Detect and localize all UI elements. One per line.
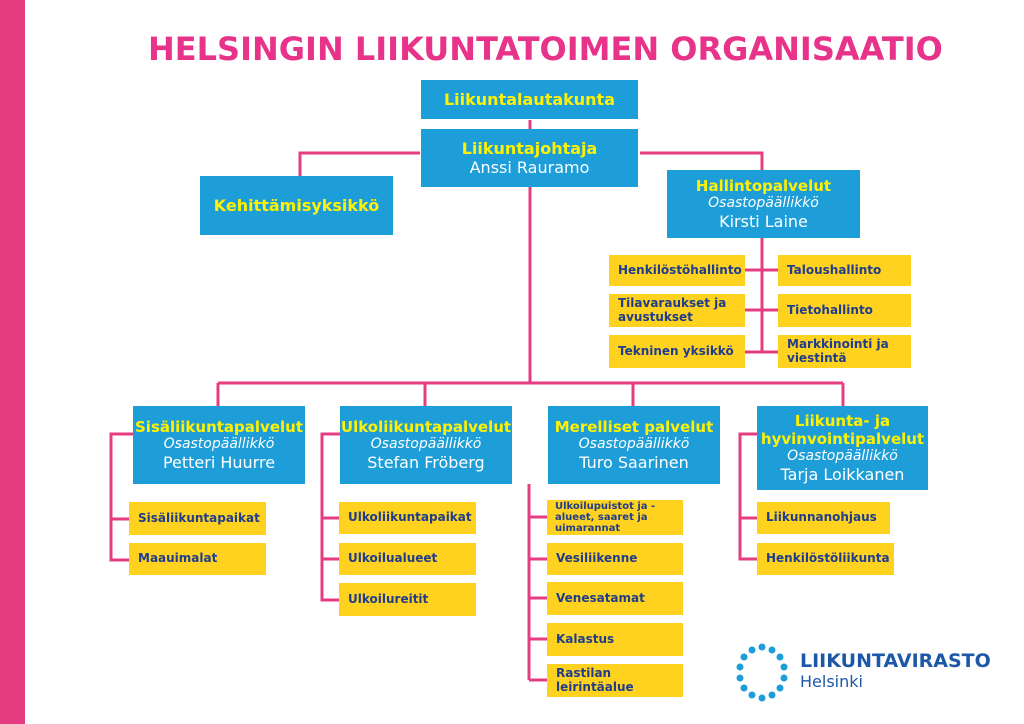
unit-box: Ulkoilualueet bbox=[339, 543, 476, 575]
department-box: Liikunta- ja hyvinvointipalvelut Osastop… bbox=[757, 406, 928, 490]
admin-name: Hallintopalvelut bbox=[695, 177, 832, 195]
unit-box: Kalastus bbox=[547, 623, 683, 656]
admin-unit: Taloushallinto bbox=[778, 255, 911, 286]
admin-unit: Henkilöstöhallinto bbox=[609, 255, 745, 286]
department-box: Merelliset palvelut Osastopäällikkö Turo… bbox=[548, 406, 720, 484]
unit-box: Ulkoilupuistot ja -alueet, saaret ja uim… bbox=[547, 500, 683, 535]
logo-name: LIIKUNTAVIRASTO bbox=[800, 650, 991, 672]
admin-role: Osastopäällikkö bbox=[708, 195, 819, 211]
unit-box: Rastilan leirintäalue bbox=[547, 664, 683, 697]
admin-unit: Markkinointi ja viestintä bbox=[778, 335, 911, 368]
admin-unit: Tietohallinto bbox=[778, 294, 911, 327]
unit-box: Maauimalat bbox=[129, 543, 266, 575]
department-box: Sisäliikuntapalvelut Osastopäällikkö Pet… bbox=[133, 406, 305, 484]
admin-box: Hallintopalvelut Osastopäällikkö Kirsti … bbox=[667, 170, 860, 238]
dev-unit-label: Kehittämisyksikkö bbox=[213, 195, 380, 215]
unit-box: Henkilöstöliikunta bbox=[757, 543, 894, 575]
unit-box: Liikunnanohjaus bbox=[757, 502, 890, 534]
admin-person: Kirsti Laine bbox=[719, 211, 808, 231]
logo-city: Helsinki bbox=[800, 672, 863, 691]
board-box: Liikuntalautakunta bbox=[421, 80, 638, 119]
unit-box: Ulkoilureitit bbox=[339, 583, 476, 616]
director-name: Anssi Rauramo bbox=[469, 158, 590, 177]
admin-unit: Tilavaraukset ja avustukset bbox=[609, 294, 745, 327]
department-box: Ulkoliikuntapalvelut Osastopäällikkö Ste… bbox=[340, 406, 512, 484]
director-box: Liikuntajohtaja Anssi Rauramo bbox=[421, 129, 638, 187]
liikuntavirasto-logo-icon bbox=[736, 643, 788, 702]
unit-box: Vesiliikenne bbox=[547, 543, 683, 575]
director-title: Liikuntajohtaja bbox=[461, 138, 598, 158]
board-label: Liikuntalautakunta bbox=[443, 89, 615, 109]
page-title: HELSINGIN LIIKUNTATOIMEN ORGANISAATIO bbox=[148, 30, 943, 68]
unit-box: Venesatamat bbox=[547, 582, 683, 615]
dev-unit-box: Kehittämisyksikkö bbox=[200, 176, 393, 235]
admin-unit: Tekninen yksikkö bbox=[609, 335, 745, 368]
unit-box: Ulkoliikuntapaikat bbox=[339, 502, 476, 534]
unit-box: Sisäliikuntapaikat bbox=[129, 502, 266, 535]
side-stripe bbox=[0, 0, 25, 724]
